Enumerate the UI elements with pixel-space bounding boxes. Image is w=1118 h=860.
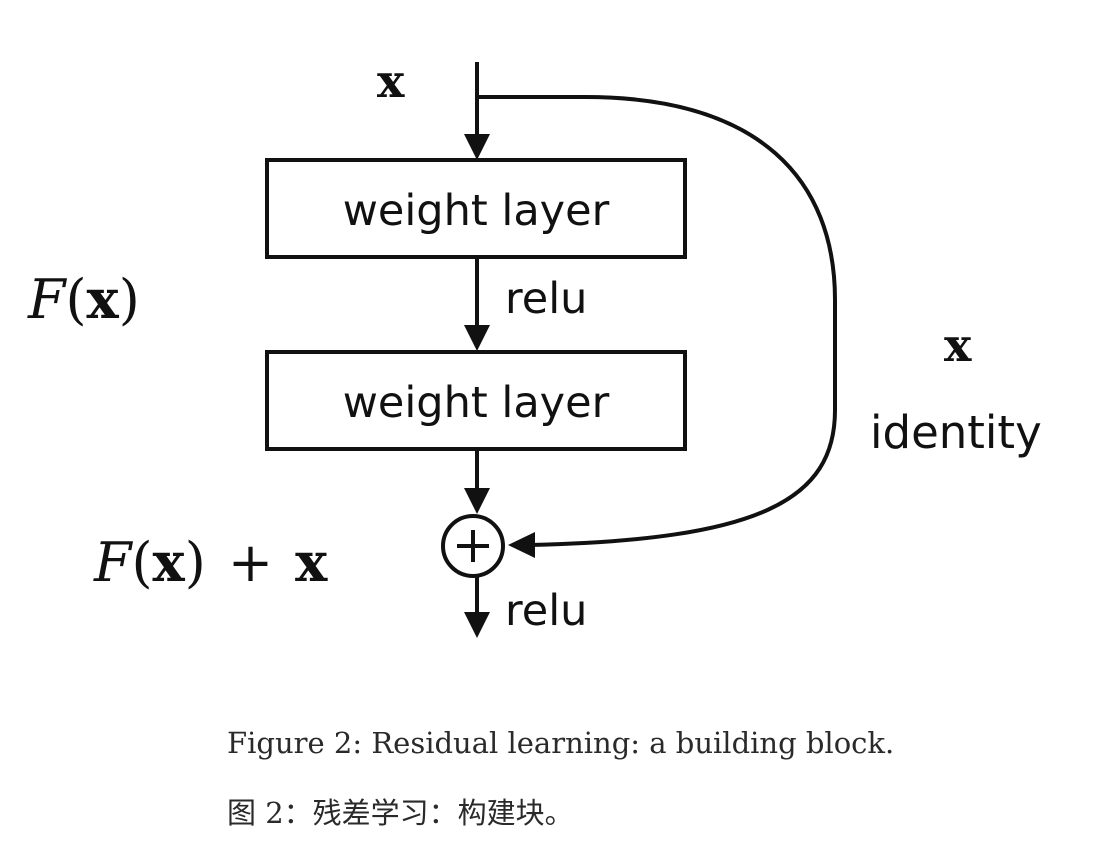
var-x: x <box>295 530 328 594</box>
residual-function-label: F(x) <box>28 272 140 327</box>
identity-label: identity <box>870 406 1042 459</box>
var-x: x <box>152 530 185 594</box>
shortcut-x-label: x <box>944 318 972 372</box>
mid-arrowhead <box>464 325 490 351</box>
top-weight-layer-box <box>265 158 687 259</box>
input-arrowhead <box>464 134 490 160</box>
plus-sign: + <box>227 531 274 594</box>
figure-caption-english: Figure 2: Residual learning: a building … <box>227 726 895 760</box>
script-f: F <box>94 531 132 594</box>
identity-shortcut-arrowhead <box>508 532 535 558</box>
close-paren: ) <box>184 531 206 594</box>
var-x: x <box>86 267 119 331</box>
open-paren: ( <box>131 531 153 594</box>
relu-mid-label: relu <box>505 274 588 324</box>
script-f: F <box>28 268 66 331</box>
output-arrowhead <box>464 612 490 638</box>
bottom-box-label: weight layer <box>342 378 610 428</box>
open-paren: ( <box>65 268 87 331</box>
sum-expression-label: F(x)+x <box>94 535 327 590</box>
figure-caption-chinese: 图 2：残差学习：构建块。 <box>227 796 574 830</box>
close-paren: ) <box>118 268 140 331</box>
identity-shortcut-curve <box>477 95 837 547</box>
relu-out-label: relu <box>505 586 588 636</box>
to-adder-arrowhead <box>464 488 490 514</box>
input-x-label: x <box>377 54 405 108</box>
top-box-label: weight layer <box>342 186 610 236</box>
